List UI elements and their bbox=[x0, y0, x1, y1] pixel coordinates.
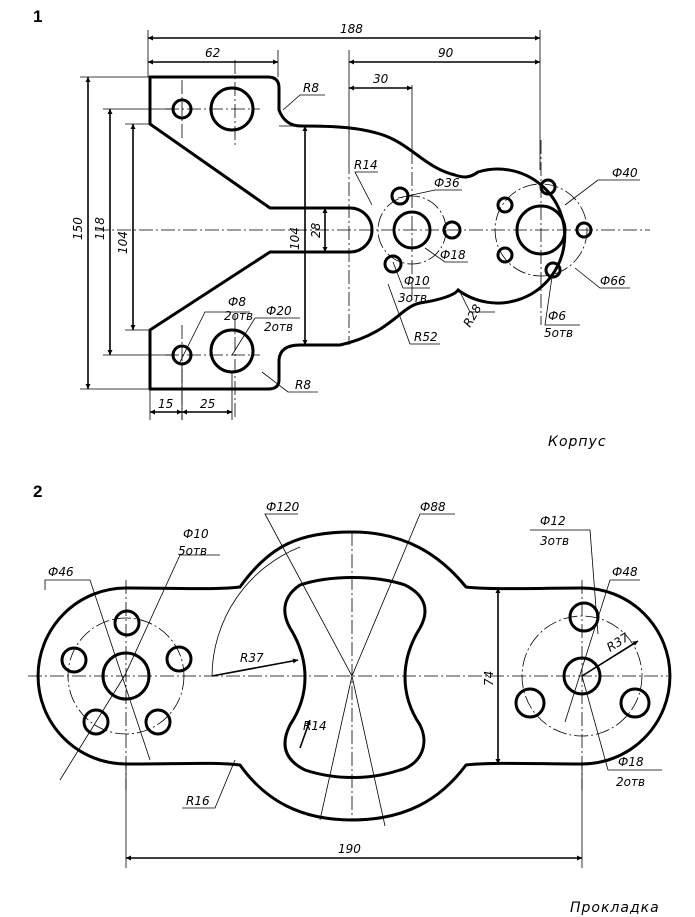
drawing-2-dimension-lines bbox=[44, 513, 662, 868]
dim-r28: R28 bbox=[460, 302, 484, 330]
dim-phi18: Ф18 bbox=[440, 248, 466, 262]
dim-r37-right: R37 bbox=[604, 630, 632, 655]
dim-104-left: 104 bbox=[116, 231, 130, 254]
drawing-1-outline bbox=[148, 75, 567, 391]
dim-holes-5: 5отв bbox=[544, 326, 573, 340]
dim-phi48: Ф48 bbox=[612, 565, 638, 579]
dim-phi40: Ф40 bbox=[612, 166, 638, 180]
drawing-1-dimension-text: 188 62 90 30 150 118 104 104 28 15 25 R8… bbox=[71, 22, 638, 411]
dim-holes-5: 5отв bbox=[178, 544, 207, 558]
dim-r14: R14 bbox=[354, 158, 378, 172]
dim-phi20: Ф20 bbox=[266, 304, 292, 318]
dim-190: 190 bbox=[338, 842, 361, 856]
dim-phi8: Ф8 bbox=[228, 295, 246, 309]
dim-phi120: Ф120 bbox=[266, 500, 300, 514]
dim-104-right: 104 bbox=[288, 227, 302, 250]
dim-150: 150 bbox=[71, 217, 85, 240]
dim-phi12: Ф12 bbox=[540, 514, 566, 528]
dim-r14: R14 bbox=[303, 719, 327, 733]
dim-r8-top: R8 bbox=[303, 81, 319, 95]
drawing-2-number: 2 bbox=[33, 482, 42, 501]
dim-phi6: Ф6 bbox=[548, 309, 566, 323]
dim-phi36: Ф36 bbox=[434, 176, 460, 190]
drawing-1-caption: Корпус bbox=[548, 434, 607, 450]
dim-118: 118 bbox=[93, 217, 107, 240]
drawing-1-dimension-lines bbox=[80, 30, 640, 420]
dim-r37-left: R37 bbox=[240, 651, 264, 665]
dim-r8-bottom: R8 bbox=[295, 378, 311, 392]
dim-holes-3: 3отв bbox=[540, 534, 569, 548]
drawing-2-holes bbox=[60, 601, 651, 736]
drawing-2-inner-cutout bbox=[283, 576, 427, 779]
drawing-1-centerlines bbox=[95, 60, 650, 420]
drawing-2-prokladka: 2 bbox=[28, 482, 672, 916]
drawing-1-number: 1 bbox=[33, 7, 42, 26]
dim-188: 188 bbox=[340, 22, 363, 36]
dim-74: 74 bbox=[482, 671, 496, 686]
dim-15: 15 bbox=[158, 397, 173, 411]
dim-phi88: Ф88 bbox=[420, 500, 446, 514]
dim-phi18: Ф18 bbox=[618, 755, 644, 769]
dim-holes-2a: 2отв bbox=[224, 309, 253, 323]
dim-holes-3: 3отв bbox=[398, 291, 427, 305]
dim-phi10: Ф10 bbox=[404, 274, 430, 288]
dim-phi10: Ф10 bbox=[183, 527, 209, 541]
drawing-2-caption: Прокладка bbox=[570, 900, 660, 916]
dim-phi66: Ф66 bbox=[600, 274, 626, 288]
dim-holes-2b: 2отв bbox=[264, 320, 293, 334]
drawing-1-korpus: 1 bbox=[33, 7, 650, 450]
dim-28: 28 bbox=[309, 222, 323, 238]
drawing-2-dimension-text: Ф120 Ф88 Ф46 Ф10 5отв Ф12 3отв Ф48 R37 R… bbox=[48, 500, 645, 856]
dim-r16: R16 bbox=[186, 794, 210, 808]
dim-holes-2: 2отв bbox=[616, 775, 645, 789]
dim-62: 62 bbox=[205, 46, 220, 60]
dim-30: 30 bbox=[373, 72, 389, 86]
dim-25: 25 bbox=[200, 397, 215, 411]
dim-90: 90 bbox=[438, 46, 454, 60]
dim-r52: R52 bbox=[414, 330, 438, 344]
dim-phi46: Ф46 bbox=[48, 565, 74, 579]
